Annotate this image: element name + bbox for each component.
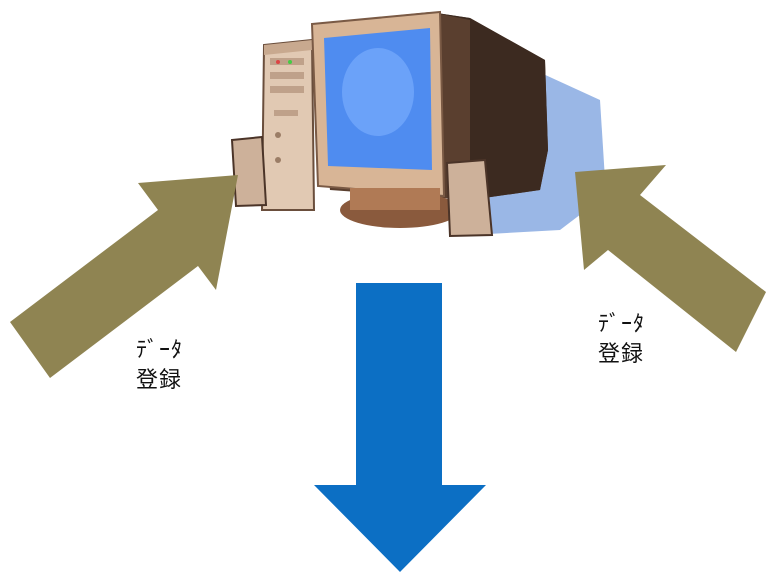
data-entry-label-right: ﾃﾞｰﾀ 登録: [598, 310, 645, 370]
input-arrow-right: [575, 165, 766, 352]
output-arrow-down: [314, 283, 486, 572]
input-arrow-left: [10, 175, 238, 378]
desktop-computer-icon: [230, 10, 606, 238]
label-right-line2: 登録: [598, 342, 645, 367]
label-left-line2: 登録: [136, 368, 183, 393]
label-left-line1: ﾃﾞｰﾀ: [136, 338, 184, 363]
data-entry-label-left: ﾃﾞｰﾀ 登録: [136, 336, 183, 396]
label-right-line1: ﾃﾞｰﾀ: [598, 312, 646, 337]
